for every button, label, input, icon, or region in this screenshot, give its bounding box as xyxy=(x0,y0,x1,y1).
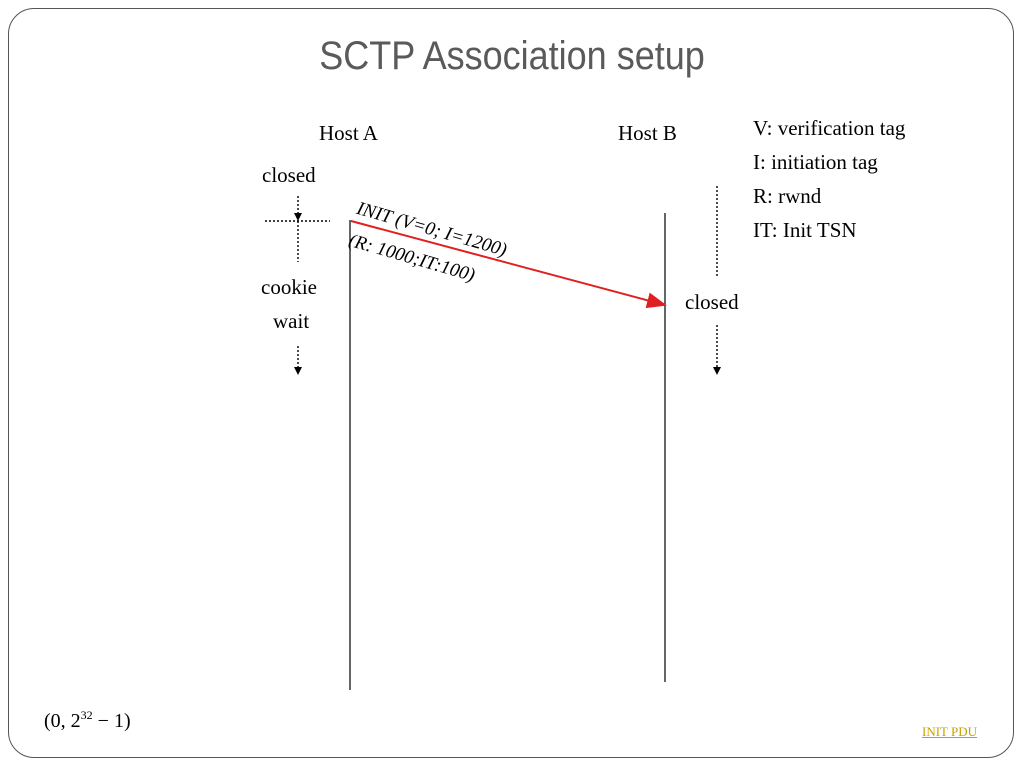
legend: V: verification tag I: initiation tag R:… xyxy=(753,111,905,247)
slide-title: SCTP Association setup xyxy=(319,34,705,78)
legend-item: R: rwnd xyxy=(753,184,822,208)
range-open: (0, 2 xyxy=(44,710,81,732)
host-a-label: Host A xyxy=(319,121,378,145)
host-b-label: Host B xyxy=(618,121,677,145)
host-a-arrowhead xyxy=(294,213,302,221)
init-message-arrow xyxy=(350,220,667,309)
host-a-wait-state: wait xyxy=(273,309,310,333)
range-close: − 1) xyxy=(92,710,131,732)
host-b-arrowhead xyxy=(713,367,721,375)
host-b-closed-state: closed xyxy=(685,290,739,314)
legend-item: I: initiation tag xyxy=(753,150,878,174)
host-a-closed-state: closed xyxy=(262,163,316,187)
tag-range-label: (0, 232 − 1) xyxy=(44,708,131,733)
legend-item: IT: Init TSN xyxy=(753,218,857,242)
init-pdu-link[interactable]: INIT PDU xyxy=(922,724,978,739)
slide-frame xyxy=(8,8,1014,758)
legend-item: V: verification tag xyxy=(753,116,906,140)
host-a-cookie-state: cookie xyxy=(261,275,317,299)
host-a-arrowhead xyxy=(294,367,302,375)
range-exponent: 32 xyxy=(80,708,93,722)
